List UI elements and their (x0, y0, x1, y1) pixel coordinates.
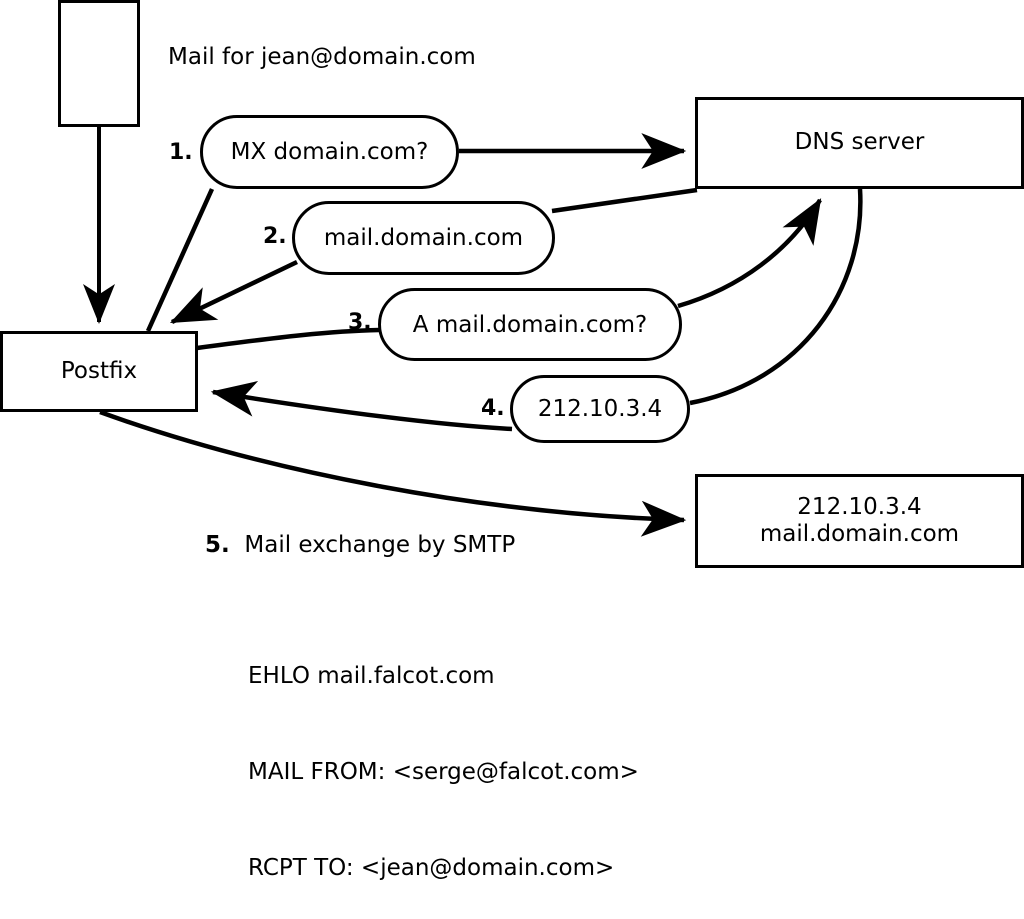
step-1-number: 1. (169, 140, 193, 165)
step-3-bubble: A mail.domain.com? (378, 288, 682, 361)
edge-dns-to-step2 (551, 187, 698, 214)
step-2-bubble: mail.domain.com (292, 201, 555, 275)
postfix-label: Postfix (60, 357, 138, 384)
step-1-bubble: MX domain.com? (200, 115, 459, 189)
smtp-transcript: EHLO mail.falcot.com MAIL FROM: <serge@f… (248, 596, 639, 919)
step-4-number: 4. (481, 396, 505, 421)
transcript-line: RCPT TO: <jean@domain.com> (248, 855, 615, 881)
edge-step2-to-postfix (169, 259, 298, 325)
step-5-number: 5. (205, 532, 230, 558)
step-2-number: 2. (263, 224, 287, 249)
step-5-label: 5. Mail exchange by SMTP (205, 534, 515, 557)
edge-step4-to-postfix (210, 381, 513, 432)
edge-dns-to-step4 (689, 188, 863, 406)
step-5-spacer (230, 532, 245, 558)
dns-server-box: DNS server (695, 97, 1024, 189)
transcript-line: EHLO mail.falcot.com (248, 663, 495, 689)
mail-server-box: 212.10.3.4 mail.domain.com (695, 474, 1024, 568)
step-5-text: Mail exchange by SMTP (244, 532, 516, 558)
dns-server-label: DNS server (794, 129, 925, 156)
step-3-text: A mail.domain.com? (412, 311, 648, 338)
mail-for-label: Mail for jean@domain.com (168, 44, 476, 70)
step-1-text: MX domain.com? (230, 139, 429, 165)
step-4-text: 212.10.3.4 (537, 396, 663, 422)
mail-server-label: 212.10.3.4 mail.domain.com (759, 493, 960, 547)
step-2-text: mail.domain.com (323, 225, 524, 251)
step-4-bubble: 212.10.3.4 (510, 375, 690, 443)
edge-step3-to-dns (677, 198, 822, 309)
postfix-box: Postfix (0, 331, 198, 412)
step-3-number: 3. (348, 310, 372, 335)
transcript-line: MAIL FROM: <serge@falcot.com> (248, 759, 639, 785)
edge-postfix-to-step1 (145, 188, 215, 332)
sender-box (58, 0, 140, 127)
